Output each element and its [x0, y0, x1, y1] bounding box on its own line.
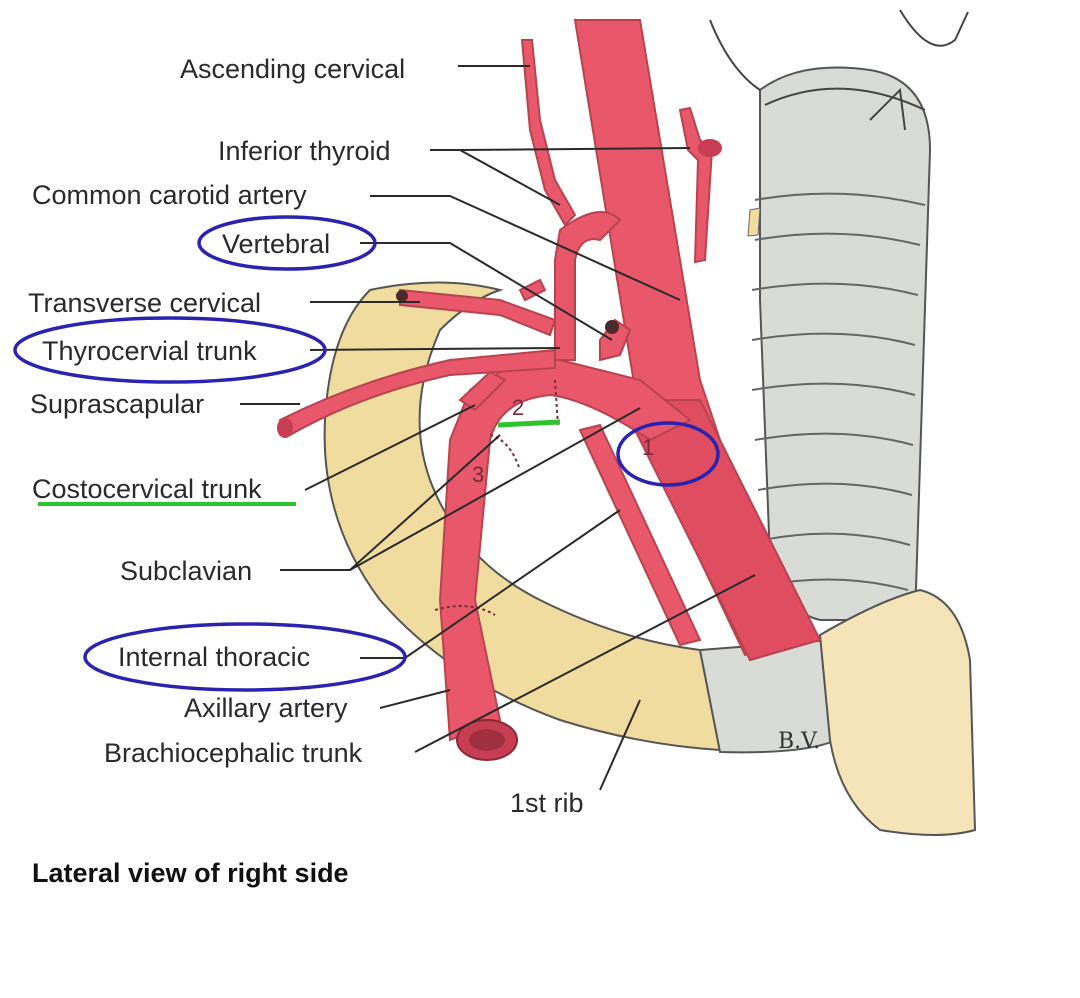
internal-thoracic-artery	[578, 423, 702, 647]
leader-lines	[240, 65, 756, 791]
subclavian-part-3: 3	[472, 462, 484, 487]
label-costocervical-trunk: Costocervical trunk	[32, 474, 262, 504]
annotation-circle-part-1	[616, 421, 720, 487]
label-brachiocephalic-trunk: Brachiocephalic trunk	[104, 738, 363, 768]
thyrocervical-trunk	[554, 211, 622, 361]
label-inferior-thyroid: Inferior thyroid	[218, 136, 391, 166]
label-thyrocervical-trunk: Thyrocervial trunk	[42, 336, 257, 366]
annotation-underline-part-2	[497, 419, 561, 428]
label-internal-thoracic: Internal thoracic	[118, 642, 310, 672]
trachea	[709, 9, 969, 621]
sternum-manubrium	[818, 588, 977, 836]
label-subclavian: Subclavian	[120, 556, 252, 586]
transverse-cervical-artery	[396, 278, 557, 337]
subclavian-part-2: 2	[512, 395, 524, 420]
label-transverse-cervical: Transverse cervical	[28, 288, 261, 318]
artist-signature: B.V.	[778, 729, 820, 754]
subclavian-part-1: 1	[642, 435, 654, 460]
label-vertebral: Vertebral	[222, 229, 330, 259]
label-ascending-cervical: Ascending cervical	[180, 54, 405, 84]
label-common-carotid: Common carotid artery	[32, 180, 307, 210]
figure-caption: Lateral view of right side	[32, 858, 349, 888]
subclavian-part-markers	[434, 379, 559, 616]
label-first-rib: 1st rib	[510, 788, 584, 818]
annotation-circle-thyrocervical	[13, 316, 327, 384]
label-suprascapular: Suprascapular	[30, 389, 204, 419]
annotation-circle-vertebral	[197, 215, 377, 271]
annotation-circle-internal-thoracic	[83, 622, 407, 692]
brachiocephalic-trunk	[618, 399, 822, 662]
suprascapular-artery	[277, 348, 556, 438]
ascending-cervical-artery	[520, 39, 577, 227]
vertebral-artery	[599, 318, 632, 362]
inferior-thyroid-artery	[678, 106, 722, 264]
label-axillary-artery: Axillary artery	[184, 693, 348, 723]
